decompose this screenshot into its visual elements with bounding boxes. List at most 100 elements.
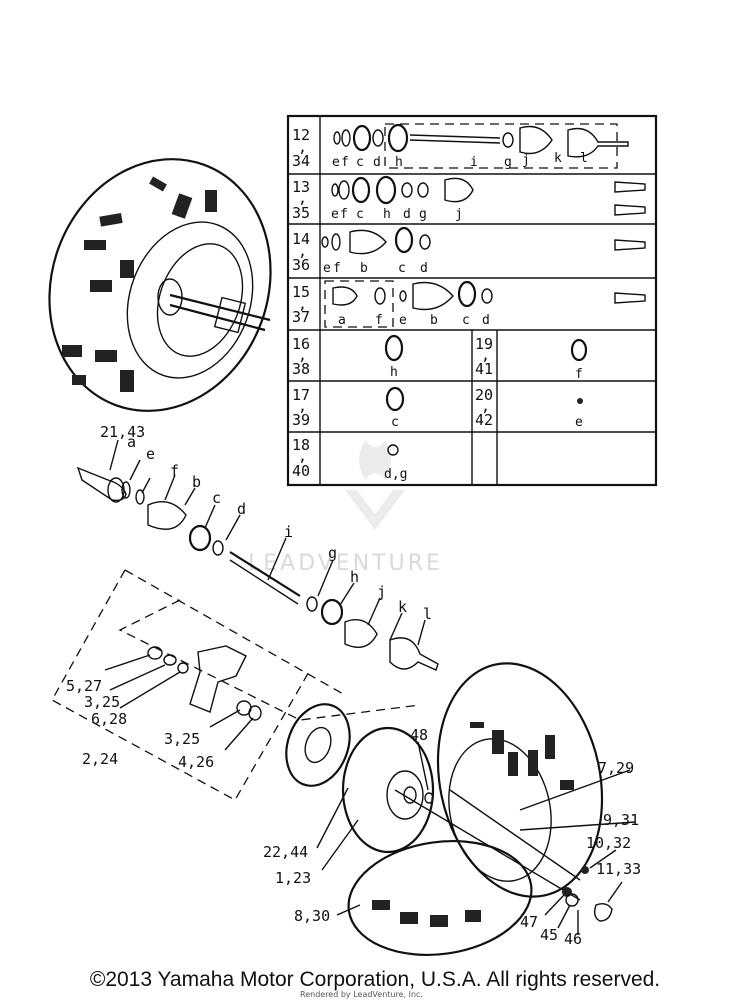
svg-text:e: e — [323, 261, 331, 276]
callout-11-33: 11,33 — [596, 860, 641, 878]
svg-text:c: c — [462, 313, 470, 328]
row-id-12-34: 12 — [292, 126, 310, 144]
callout-45: 45 — [540, 926, 558, 944]
svg-text:39: 39 — [292, 411, 310, 429]
svg-text:c: c — [356, 155, 364, 170]
svg-text:c: c — [398, 261, 406, 276]
callout-7-29: 7,29 — [598, 759, 634, 777]
svg-text:d: d — [373, 155, 381, 170]
callout-3-25-b: 3,25 — [164, 730, 200, 748]
callout-2-24: 2,24 — [82, 750, 118, 768]
svg-text:i: i — [470, 155, 478, 170]
svg-text:,: , — [481, 346, 490, 364]
svg-text:,: , — [298, 346, 307, 364]
watermark-text: LEADVENTURE — [248, 551, 443, 576]
upper-wheel-illustration — [48, 158, 272, 412]
svg-text:,: , — [298, 447, 307, 465]
callout-f: f — [170, 462, 179, 480]
svg-text:e: e — [331, 207, 339, 222]
svg-text:h: h — [390, 365, 398, 380]
callout-46: 46 — [564, 930, 582, 948]
svg-text:,: , — [298, 189, 307, 207]
svg-text:,: , — [298, 295, 307, 313]
callout-j: j — [377, 583, 386, 601]
svg-text:d: d — [403, 207, 411, 222]
svg-text:b: b — [430, 313, 438, 328]
svg-text:g: g — [419, 207, 427, 222]
row-id-15-37: 15 — [292, 283, 310, 301]
svg-text:f: f — [341, 155, 349, 170]
kit-table: 12 , 34 13 , 35 14 , 36 15 , 37 16 , 38 … — [286, 114, 658, 487]
svg-text:,: , — [298, 138, 307, 156]
svg-text:e: e — [399, 313, 407, 328]
svg-text:e: e — [575, 415, 583, 430]
copyright-notice: ©2013 Yamaha Motor Corporation, U.S.A. A… — [89, 968, 661, 991]
callout-i: i — [284, 523, 293, 541]
svg-text:36: 36 — [292, 256, 310, 274]
callout-8-30: 8,30 — [294, 907, 330, 925]
svg-text:f: f — [340, 207, 348, 222]
svg-text:38: 38 — [292, 360, 310, 378]
svg-text:b: b — [360, 261, 368, 276]
row-id-16-38: 16 — [292, 335, 310, 353]
svg-text:,: , — [298, 242, 307, 260]
svg-text:j: j — [455, 207, 463, 222]
callout-l: l — [423, 605, 432, 623]
callout-5-27: 5,27 — [66, 677, 102, 695]
watermark: LEADVENTURE — [248, 440, 443, 576]
svg-text:a: a — [338, 313, 346, 328]
callout-c: c — [212, 489, 221, 507]
lower-wheel-assembly — [285, 662, 636, 957]
svg-text:e: e — [332, 155, 340, 170]
callout-labels: 21,43 a e f b c d i g h j k l 5,27 3,25 … — [66, 423, 641, 948]
callout-1-23: 1,23 — [275, 869, 311, 887]
callout-3-25-a: 3,25 — [84, 693, 120, 711]
svg-text:h: h — [395, 155, 403, 170]
callout-48: 48 — [410, 726, 428, 744]
svg-text:l: l — [580, 151, 588, 166]
callout-a: a — [127, 433, 136, 451]
exploded-axle — [76, 439, 439, 671]
callout-b: b — [192, 473, 201, 491]
svg-text:f: f — [333, 261, 341, 276]
svg-text:c: c — [391, 415, 399, 430]
svg-text:h: h — [383, 207, 391, 222]
svg-text:34: 34 — [292, 152, 310, 170]
svg-text:f: f — [375, 313, 383, 328]
svg-text:d: d — [420, 261, 428, 276]
knuckle-assembly — [51, 569, 421, 801]
callout-4-26: 4,26 — [178, 753, 214, 771]
svg-text:42: 42 — [475, 411, 493, 429]
svg-text:f: f — [575, 367, 583, 382]
row-id-14-36: 14 — [292, 230, 310, 248]
svg-text:d,g: d,g — [384, 467, 407, 482]
rendered-by-note: Rendered by LeadVenture, Inc. — [300, 990, 423, 999]
row-id-17-39: 17 — [292, 386, 310, 404]
callout-h: h — [350, 568, 359, 586]
svg-text:j: j — [522, 153, 530, 168]
svg-text:41: 41 — [475, 360, 493, 378]
callout-k: k — [398, 598, 407, 616]
svg-text:,: , — [481, 397, 490, 415]
callout-21-43: 21,43 — [100, 423, 145, 441]
row-id-19-41: 19 — [475, 335, 493, 353]
callout-6-28: 6,28 — [91, 710, 127, 728]
callout-e: e — [146, 445, 155, 463]
svg-text:,: , — [298, 397, 307, 415]
callout-9-31: 9,31 — [603, 811, 639, 829]
row-id-13-35: 13 — [292, 178, 310, 196]
callout-10-32: 10,32 — [586, 834, 631, 852]
row-id-18-40: 18 — [292, 436, 310, 454]
svg-text:35: 35 — [292, 204, 310, 222]
svg-text:c: c — [356, 207, 364, 222]
svg-text:40: 40 — [292, 462, 310, 480]
callout-d: d — [237, 500, 246, 518]
callout-22-44: 22,44 — [263, 843, 308, 861]
svg-text:37: 37 — [292, 308, 310, 326]
svg-text:k: k — [554, 151, 562, 166]
svg-text:d: d — [482, 313, 490, 328]
callout-47: 47 — [520, 913, 538, 931]
row-id-20-42: 20 — [475, 386, 493, 404]
svg-text:g: g — [504, 155, 512, 170]
